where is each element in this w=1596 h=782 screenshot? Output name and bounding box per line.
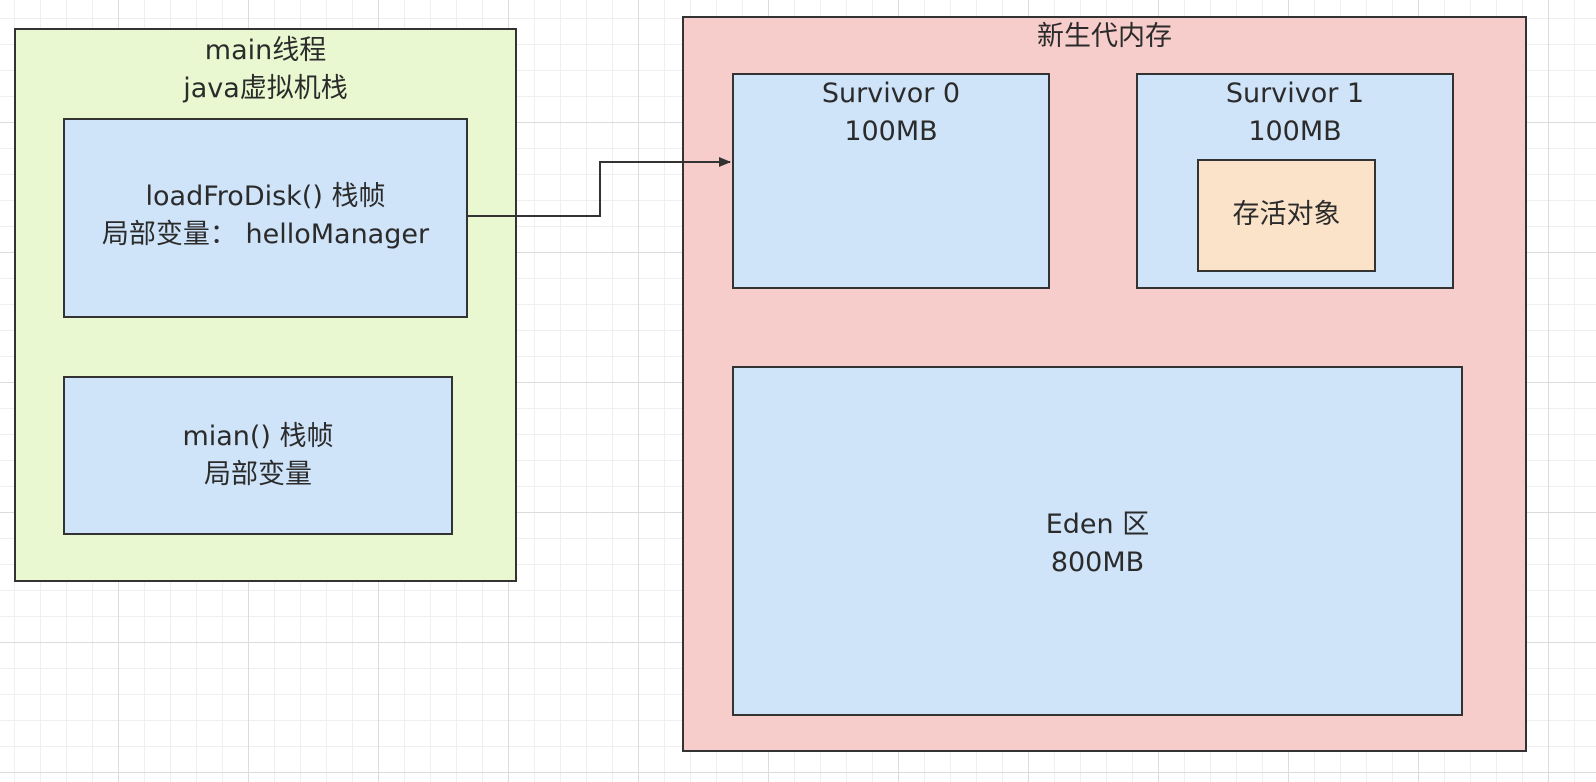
survivor-1-title: Survivor 1 (1225, 78, 1365, 109)
live-object-box[interactable]: 存活对象 (1197, 159, 1376, 272)
reference-connector-line (468, 157, 731, 217)
young-generation-title: 新生代内存 (1037, 21, 1172, 52)
eden-title: Eden 区 (1045, 509, 1150, 540)
survivor-0-box[interactable]: Survivor 0 100MB (732, 73, 1050, 289)
jvm-stack-subtitle: java虚拟机栈 (183, 73, 348, 104)
mian-frame-box[interactable]: mian() 栈帧 局部变量 (63, 376, 453, 535)
survivor-0-size: 100MB (844, 116, 938, 147)
mian-frame-local-var: 局部变量 (204, 459, 312, 490)
eden-size: 800MB (1050, 547, 1145, 578)
eden-label: Eden 区 800MB (734, 506, 1461, 582)
load-from-disk-frame-box[interactable]: loadFroDisk() 栈帧 局部变量： helloManager (63, 118, 468, 318)
survivor-1-size: 100MB (1248, 116, 1342, 147)
load-frame-title: loadFroDisk() 栈帧 (145, 181, 386, 212)
survivor-1-label: Survivor 1 100MB (1138, 75, 1452, 151)
load-frame-local-var: 局部变量： helloManager (101, 219, 430, 250)
main-thread-label: main线程 java虚拟机栈 (16, 32, 515, 108)
survivor-0-title: Survivor 0 (821, 78, 961, 109)
survivor-0-label: Survivor 0 100MB (734, 75, 1048, 151)
load-frame-label: loadFroDisk() 栈帧 局部变量： helloManager (65, 178, 466, 254)
mian-frame-label: mian() 栈帧 局部变量 (65, 418, 451, 494)
mian-frame-title: mian() 栈帧 (182, 421, 334, 452)
main-thread-title: main线程 (204, 35, 327, 66)
live-object-label: 存活对象 (1232, 199, 1341, 230)
eden-space-box[interactable]: Eden 区 800MB (732, 366, 1463, 716)
